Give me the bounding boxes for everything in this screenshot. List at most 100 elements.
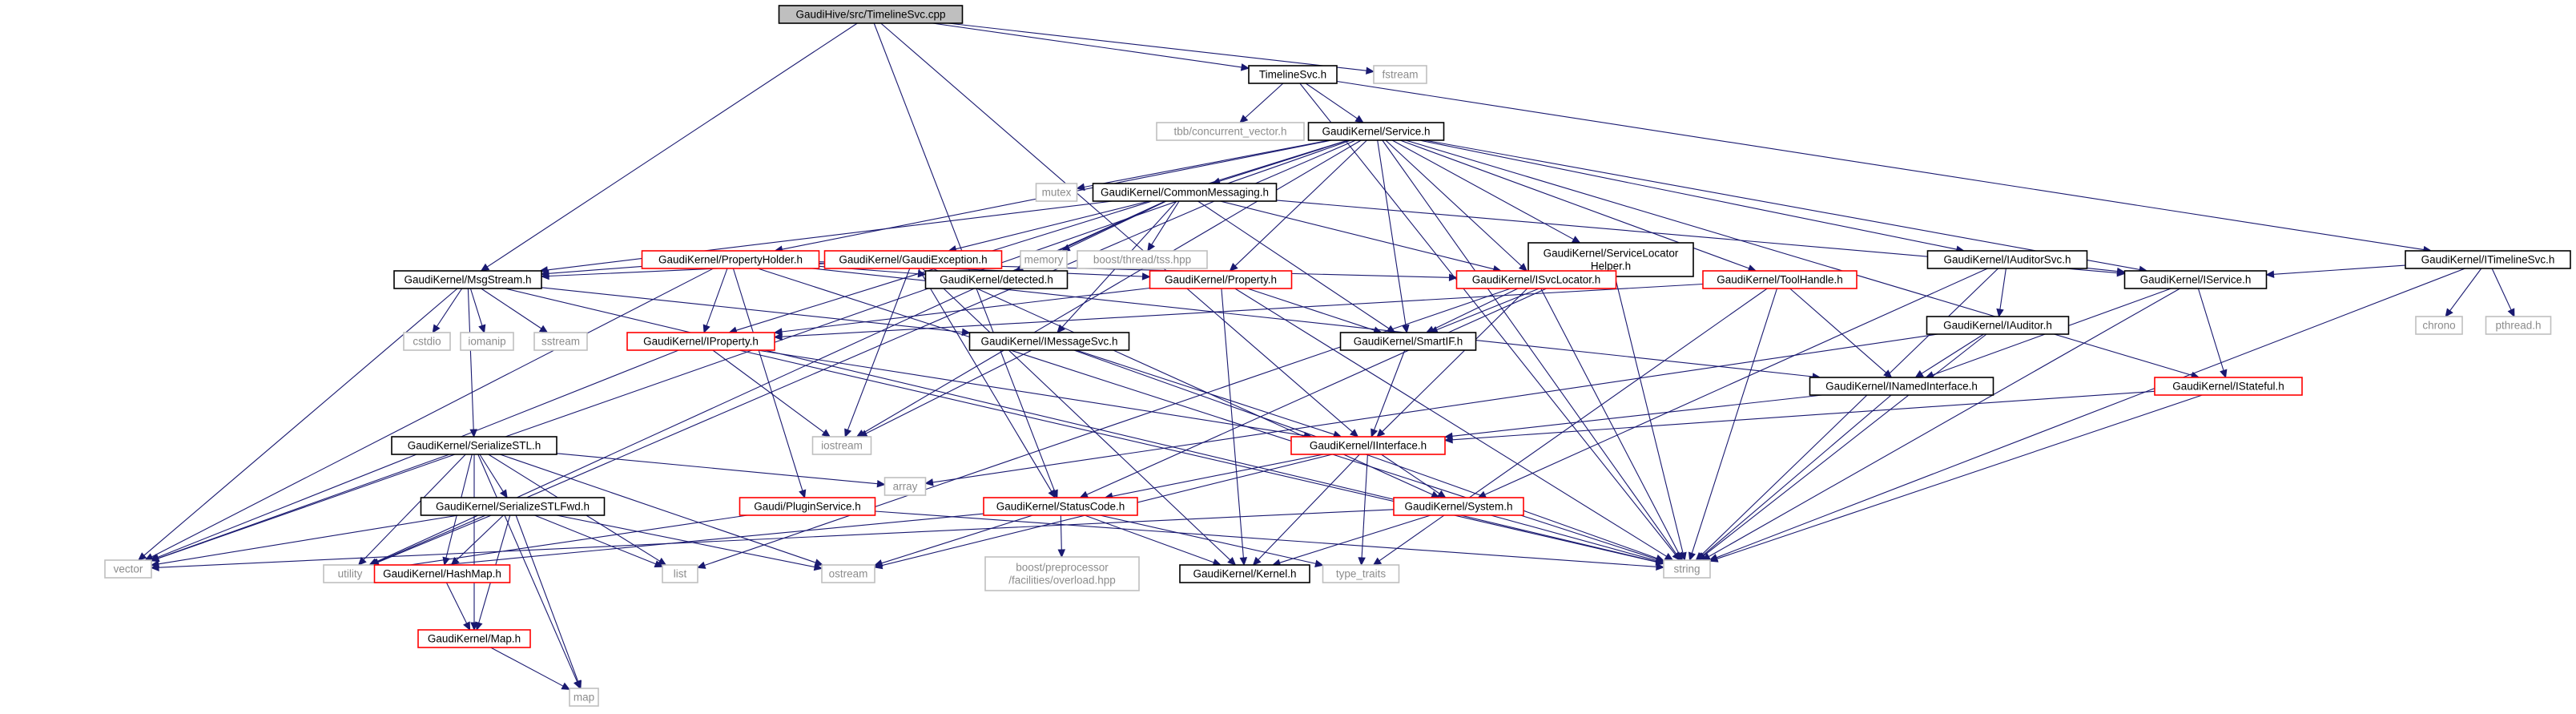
node-isvclocator-h[interactable]: GaudiKernel/ISvcLocator.h [1455, 270, 1617, 289]
edge-timelinesvc-cpp-to-msgstream-h [486, 22, 858, 268]
arrowhead-property-h-to-iproperty-h [773, 328, 783, 336]
arrowhead-gaudiexception-h-to-statuscode-h [1048, 489, 1057, 499]
node-serializestlfwd-h[interactable]: GaudiKernel/SerializeSTLFwd.h [420, 497, 606, 516]
arrowhead-propertyholder-h-to-pluginservice-h [799, 489, 807, 499]
node-label-memory: memory [1024, 254, 1064, 266]
edge-iauditorsvc-h-to-string [1701, 268, 1998, 556]
node-string: string [1663, 559, 1711, 579]
edge-map-h-to-map [490, 647, 564, 687]
node-detected-h[interactable]: GaudiKernel/detected.h [924, 270, 1069, 289]
node-propertyholder-h[interactable]: GaudiKernel/PropertyHolder.h [641, 250, 820, 269]
edge-serializestlfwd-h-to-utility [377, 514, 492, 563]
edge-istateful-h-to-string [1717, 394, 2203, 559]
node-fstream: fstream [1373, 65, 1427, 84]
edge-serializestl-h-to-array [556, 453, 878, 485]
edge-msgstream-h-to-cstdio [436, 288, 463, 327]
node-box-inamedinterface-h [1809, 377, 1994, 396]
edge-property-h-to-iproperty-h [781, 287, 1150, 333]
node-timelinesvc-h[interactable]: TimelineSvc.h [1248, 65, 1338, 84]
arrowhead-serializestl-h-to-array [876, 479, 886, 488]
edge-iinterface-h-to-system-h [1381, 454, 1440, 494]
node-pluginservice-h[interactable]: Gaudi/PluginService.h [739, 497, 876, 516]
node-box-iostream [811, 436, 872, 455]
node-label-toolhandle-h: GaudiKernel/ToolHandle.h [1717, 274, 1843, 286]
node-map-h[interactable]: GaudiKernel/Map.h [417, 629, 531, 648]
node-box-mutex [1035, 183, 1078, 202]
arrowhead-service-h-to-mutex [1076, 183, 1085, 192]
node-iomanip: iomanip [460, 332, 514, 351]
node-iinterface-h[interactable]: GaudiKernel/IInterface.h [1290, 436, 1446, 455]
node-label-kernel-h: GaudiKernel/Kernel.h [1193, 568, 1296, 580]
arrowhead-serializestlfwd-h-to-map [574, 680, 582, 690]
node-inamedinterface-h[interactable]: GaudiKernel/INamedInterface.h [1809, 377, 1994, 396]
edge-commonmessaging-h-to-gaudiexception-h [955, 200, 1149, 250]
edge-timelinesvc-h-to-tbb-concurrent-vector [1245, 83, 1284, 119]
node-label-detected-h: GaudiKernel/detected.h [940, 274, 1053, 286]
node-label-pluginservice-h: Gaudi/PluginService.h [754, 501, 861, 513]
node-label-serializestlfwd-h: GaudiKernel/SerializeSTLFwd.h [436, 501, 590, 513]
edge-itimelinesvc-h-to-chrono [2449, 268, 2482, 312]
node-label-pthread-h: pthread.h [2495, 320, 2541, 332]
node-gaudiexception-h[interactable]: GaudiKernel/GaudiException.h [823, 250, 1003, 269]
node-label-iinterface-h: GaudiKernel/IInterface.h [1310, 440, 1427, 452]
edge-service-h-to-iauditorsvc-h [1419, 139, 1958, 250]
node-imessagesvc-h[interactable]: GaudiKernel/IMessageSvc.h [968, 332, 1130, 351]
node-system-h[interactable]: GaudiKernel/System.h [1393, 497, 1524, 516]
node-smartif-h[interactable]: GaudiKernel/SmartIF.h [1339, 332, 1477, 351]
node-box-iauditor-h [1926, 316, 2070, 335]
node-boost-overload-hpp: boost/preprocessor/facilities/overload.h… [984, 556, 1140, 591]
arrowhead-propertyholder-h-to-isvclocator-h [1448, 273, 1458, 282]
node-service-h[interactable]: GaudiKernel/Service.h [1307, 122, 1445, 141]
node-commonmessaging-h[interactable]: GaudiKernel/CommonMessaging.h [1092, 183, 1278, 202]
arrowhead-service-h-to-property-h [1229, 262, 1238, 272]
arrowhead-isvclocator-h-to-iinterface-h [1376, 428, 1386, 438]
arrowhead-serializestlfwd-h-to-list [654, 560, 664, 568]
node-label-fstream: fstream [1382, 69, 1418, 81]
edge-iauditorsvc-h-to-system-h [1484, 268, 1988, 495]
arrowhead-msgstream-h-to-iomanip [478, 324, 486, 334]
node-label-property-h: GaudiKernel/Property.h [1165, 274, 1277, 286]
edge-toolhandle-h-to-string [1691, 288, 1778, 554]
node-statuscode-h[interactable]: GaudiKernel/StatusCode.h [983, 497, 1138, 516]
node-box-memory [1020, 250, 1068, 269]
node-istateful-h[interactable]: GaudiKernel/IStateful.h [2154, 377, 2303, 396]
node-label-serializestl-h: GaudiKernel/SerializeSTL.h [408, 440, 541, 452]
node-toolhandle-h[interactable]: GaudiKernel/ToolHandle.h [1702, 270, 1858, 289]
node-label-inamedinterface-h: GaudiKernel/INamedInterface.h [1825, 381, 1978, 393]
node-property-h[interactable]: GaudiKernel/Property.h [1149, 270, 1293, 289]
arrowhead-hashmap-h-to-map-h [463, 621, 471, 631]
edge-itimelinesvc-h-to-pthread-h [2491, 268, 2512, 311]
node-vector: vector [104, 559, 152, 579]
node-kernel-h[interactable]: GaudiKernel/Kernel.h [1179, 564, 1310, 583]
node-label-istateful-h: GaudiKernel/IStateful.h [2172, 381, 2284, 393]
edge-iinterface-h-to-type-traits [1361, 454, 1368, 559]
edge-msgstream-h-to-vector [143, 288, 458, 556]
nodes-layer: GaudiHive/src/TimelineSvc.cppTimelineSvc… [104, 5, 2571, 707]
arrowhead-system-h-to-string [1655, 556, 1665, 565]
arrowhead-system-h-to-vector [150, 563, 159, 571]
edge-servicelocatorhelper-h-to-string [1614, 276, 1684, 554]
node-iproperty-h[interactable]: GaudiKernel/IProperty.h [626, 332, 775, 351]
node-label-ostream: ostream [829, 568, 868, 580]
node-hashmap-h[interactable]: GaudiKernel/HashMap.h [373, 564, 511, 583]
arrowhead-pluginservice-h-to-string [1656, 563, 1665, 571]
node-iauditor-h[interactable]: GaudiKernel/IAuditor.h [1926, 316, 2070, 335]
edge-iproperty-h-to-iostream [712, 349, 825, 434]
node-timelinesvc-cpp[interactable]: GaudiHive/src/TimelineSvc.cpp [778, 5, 964, 24]
node-iservice-h[interactable]: GaudiKernel/IService.h [2123, 270, 2268, 289]
arrowhead-gaudiexception-h-to-kernel-h [1227, 556, 1237, 566]
node-serializestl-h[interactable]: GaudiKernel/SerializeSTL.h [391, 436, 557, 455]
edge-toolhandle-h-to-iproperty-h [781, 283, 1704, 337]
edge-iinterface-h-to-kernel-h [1258, 454, 1360, 560]
node-itimelinesvc-h[interactable]: GaudiKernel/ITimelineSvc.h [2405, 250, 2571, 269]
node-box-cstdio [403, 332, 451, 351]
node-label-map-h: GaudiKernel/Map.h [428, 633, 521, 645]
node-label-iproperty-h: GaudiKernel/IProperty.h [643, 336, 759, 348]
edge-msgstream-h-to-iomanip [469, 288, 483, 326]
node-array: array [883, 477, 927, 496]
node-iauditorsvc-h[interactable]: GaudiKernel/IAuditorSvc.h [1926, 250, 2088, 269]
node-utility: utility [323, 564, 377, 583]
node-msgstream-h[interactable]: GaudiKernel/MsgStream.h [393, 270, 542, 289]
node-label-iauditorsvc-h: GaudiKernel/IAuditorSvc.h [1943, 254, 2071, 266]
